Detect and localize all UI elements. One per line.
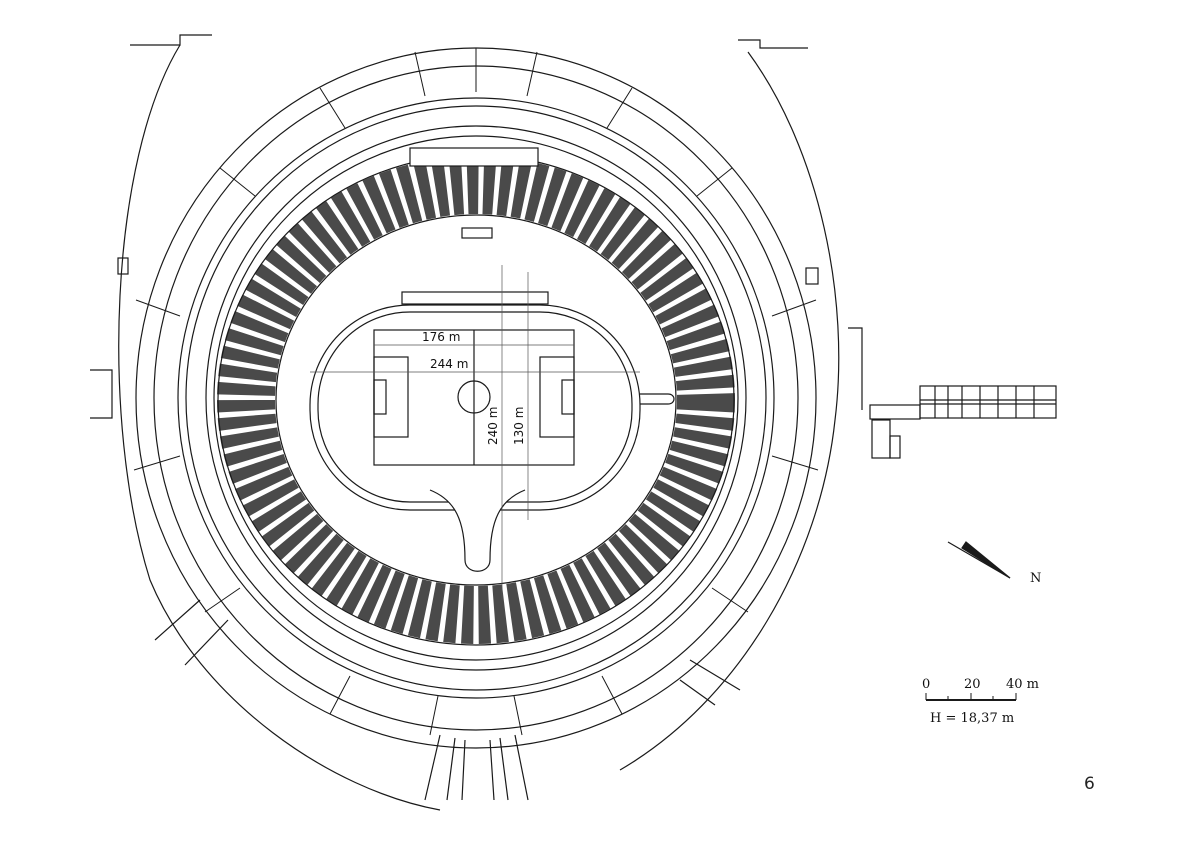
field-height-label: 240 m: [486, 407, 500, 445]
running-track: [309, 291, 641, 572]
football-pitch: [373, 329, 675, 466]
outer-wall: [90, 34, 863, 811]
entrance-ramp: [424, 734, 529, 801]
north-label: N: [1030, 571, 1041, 586]
scale-tick-40: 40 m: [1006, 677, 1039, 692]
track-width-label: 130 m: [512, 407, 526, 445]
track-length-label: 244 m: [430, 357, 468, 371]
scale-bar: [925, 693, 1017, 701]
north-arrow: [947, 541, 1011, 579]
scale-tick-0: 0: [922, 677, 930, 692]
field-width-label: 176 m: [422, 330, 460, 344]
structural-piers: [133, 48, 819, 736]
dimension-lines: [310, 265, 640, 600]
seating-bowl: [217, 147, 735, 646]
annex-building: [869, 385, 1057, 459]
page-number: 6: [1084, 774, 1095, 794]
scale-tick-20: 20: [964, 677, 981, 692]
height-note: H = 18,37 m: [930, 711, 1014, 726]
